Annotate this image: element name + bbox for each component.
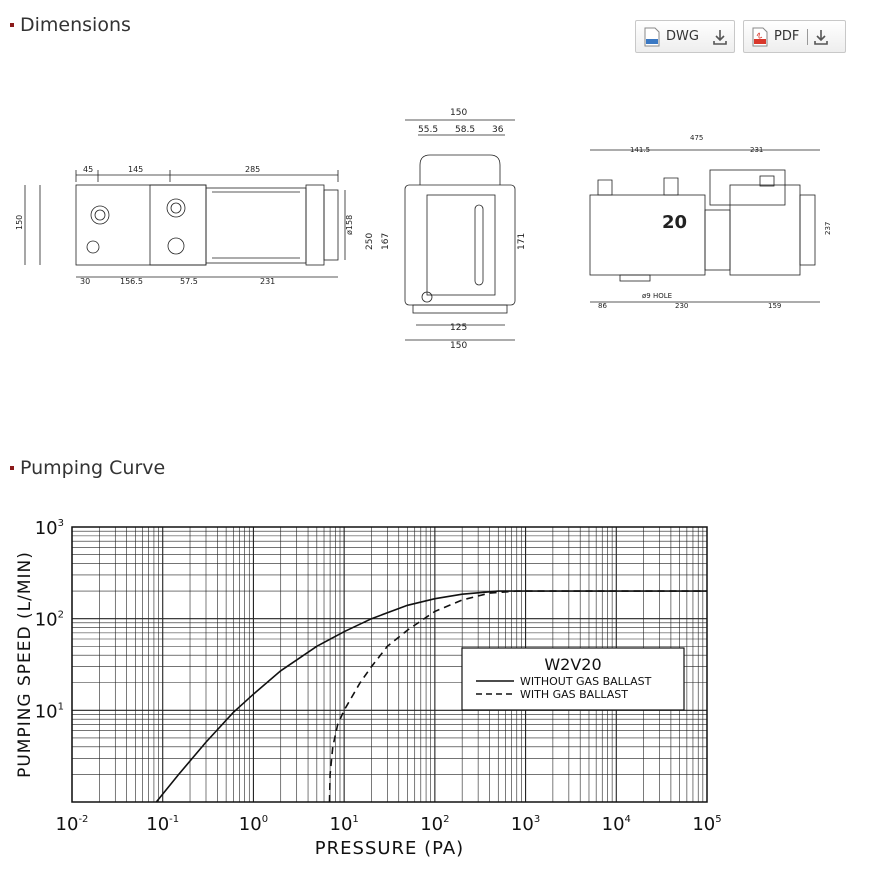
top-view-dim: 156.5	[120, 277, 143, 286]
top-view-dim: 285	[245, 165, 260, 174]
front-view-dim: 171	[517, 233, 527, 250]
side-view-dim: 86	[598, 302, 607, 310]
side-view-dim: 230	[675, 302, 688, 310]
front-view-dim: 58.5	[455, 125, 475, 135]
side-view-dim: 141.5	[630, 146, 650, 154]
front-view-dim: 36	[492, 125, 504, 135]
x-axis-label: PRESSURE (PA)	[315, 838, 464, 859]
x-tick-label: 10-2	[56, 814, 89, 835]
x-tick-label: 100	[239, 814, 268, 835]
side-view: 20 475 141.5 231 ø9 HOLE 86 230 159 237	[589, 134, 832, 310]
pumping-curve-heading: Pumping Curve	[10, 457, 165, 479]
x-tick-label: 102	[420, 814, 449, 835]
dwg-download-button[interactable]: DWG	[635, 20, 735, 53]
chart-grid	[71, 527, 707, 803]
dimensions-title: Dimensions	[20, 14, 131, 36]
front-view: 150 55.5 58.5 36 125 150 250 167 171	[365, 108, 527, 351]
front-view-dim: 150	[450, 108, 467, 118]
side-view-dim: 231	[750, 146, 763, 154]
top-view-dim: 57.5	[180, 277, 198, 286]
x-axis-ticks: 10-2 10-1 100 101 102 103 104 105	[56, 814, 722, 835]
series-line-0	[155, 590, 707, 803]
top-view-dim: 45	[83, 165, 93, 174]
y-tick-label: 102	[35, 610, 64, 631]
top-view-dim: ø158	[345, 215, 354, 235]
side-view-dim: 475	[690, 134, 703, 142]
legend-label: WITHOUT GAS BALLAST	[520, 675, 652, 688]
x-tick-label: 105	[692, 814, 721, 835]
side-view-badge: 20	[662, 212, 687, 233]
x-tick-label: 104	[602, 814, 631, 835]
bullet-icon	[10, 466, 14, 470]
front-view-dim: 250	[365, 233, 375, 250]
legend-label: WITH GAS BALLAST	[520, 688, 628, 701]
dwg-file-icon	[644, 27, 660, 47]
pdf-label: PDF	[774, 29, 800, 44]
front-view-dim: 125	[450, 323, 467, 333]
pdf-file-icon	[752, 27, 768, 47]
side-view-dim: 159	[768, 302, 781, 310]
pumping-curve-title: Pumping Curve	[20, 457, 166, 479]
top-view-dim: 30	[80, 277, 90, 286]
x-tick-label: 103	[511, 814, 540, 835]
top-view-dim: 145	[128, 165, 143, 174]
legend-box	[461, 647, 685, 711]
side-view-dim: ø9 HOLE	[642, 292, 672, 300]
x-tick-label: 101	[330, 814, 359, 835]
dimension-drawing: 45 145 285 30 156.5 57.5 231 150 ø158 15…	[15, 108, 832, 351]
dimensions-heading: Dimensions	[10, 14, 131, 36]
y-tick-label: 101	[35, 701, 64, 722]
x-tick-label: 10-1	[146, 814, 179, 835]
y-tick-label: 103	[35, 518, 64, 539]
download-icon	[814, 29, 829, 45]
y-axis-ticks: 103 102 101	[35, 518, 64, 722]
pdf-download-button[interactable]: PDF	[743, 20, 846, 53]
download-icon	[713, 29, 727, 45]
front-view-dim: 55.5	[418, 125, 438, 135]
top-view-dim: 150	[15, 215, 24, 230]
series-line-1	[328, 590, 707, 803]
dwg-label: DWG	[666, 29, 699, 44]
plot-area	[71, 526, 708, 803]
legend-title: W2V20	[544, 655, 601, 674]
bullet-icon	[10, 23, 14, 27]
top-view-dim: 231	[260, 277, 275, 286]
top-view: 45 145 285 30 156.5 57.5 231 150 ø158	[15, 165, 354, 286]
front-view-dim: 150	[450, 341, 467, 351]
chart-series	[155, 590, 707, 803]
divider	[807, 28, 809, 45]
front-view-dim: 167	[381, 233, 391, 250]
side-view-dim: 237	[824, 222, 832, 235]
y-axis-label: PUMPING SPEED (L/MIN)	[15, 551, 35, 778]
pumping-curve-chart: 10-2 10-1 100 101 102 103 104 105 103 102 101 PRE…	[15, 518, 722, 859]
